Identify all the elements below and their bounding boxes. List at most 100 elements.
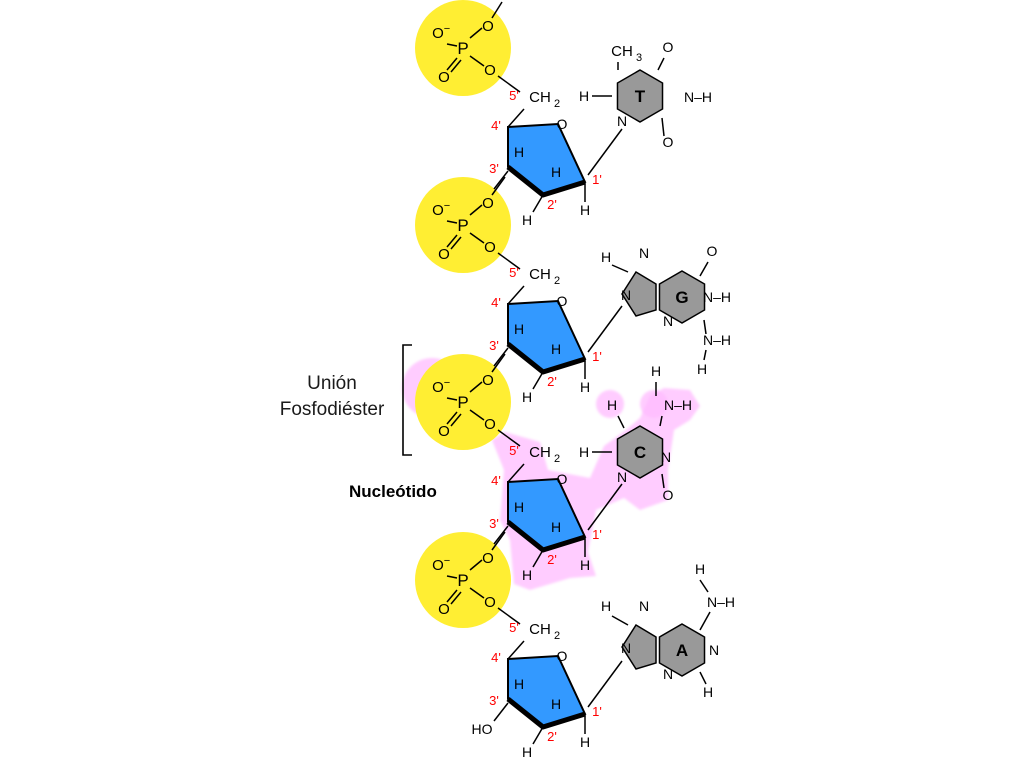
bond — [469, 559, 483, 571]
base-ring — [658, 623, 706, 677]
cytosine-n3: N — [661, 449, 671, 465]
bond — [450, 236, 462, 250]
prime-2: 2' — [547, 374, 557, 389]
phosphate-minus-sign: − — [444, 555, 450, 567]
bond — [703, 349, 707, 361]
sugar-h: H — [514, 321, 524, 337]
phosphate-p: P — [457, 393, 468, 412]
sugar-ring-o: O — [557, 293, 568, 309]
prime-5: 5' — [509, 620, 519, 635]
bond — [611, 264, 629, 273]
bond — [446, 411, 458, 425]
bond — [617, 415, 625, 429]
bond — [699, 671, 707, 685]
sugar-h: H — [551, 696, 561, 712]
base-ring — [658, 270, 706, 324]
phosphate-circle — [415, 532, 511, 628]
sugar-ring-o: O — [557, 471, 568, 487]
bond — [469, 381, 483, 393]
thymine-o-top: O — [663, 39, 674, 55]
cytosine-nh2: N–H — [664, 397, 692, 413]
sugar-h: H — [522, 744, 532, 760]
sugar-ch2: CH — [529, 89, 551, 106]
bond — [446, 589, 458, 603]
bond — [532, 371, 544, 390]
bond — [699, 611, 711, 631]
prime-1: 1' — [592, 349, 602, 364]
adenine-n9: N — [621, 640, 631, 656]
bond — [507, 463, 525, 483]
bond — [493, 347, 509, 367]
base-letter: A — [676, 641, 688, 660]
phosphate-o-right: O — [484, 62, 496, 79]
prime-3: 3' — [489, 516, 499, 531]
phosphate-minus-sign: − — [444, 23, 450, 35]
guanine-n3: N — [663, 313, 673, 329]
prime-1: 1' — [592, 527, 602, 542]
prime-5: 5' — [509, 88, 519, 103]
sugar-h: H — [580, 202, 590, 218]
bond — [446, 220, 458, 224]
phosphate-circle — [415, 177, 511, 273]
phosphate-o-minus: O — [432, 379, 444, 396]
phosphate-o-bottom: O — [438, 601, 450, 618]
phosphate-o-top: O — [482, 195, 494, 212]
phosphate-o-bottom: O — [438, 423, 450, 440]
phosphate-o-minus: O — [432, 25, 444, 42]
bond — [507, 285, 525, 305]
bond — [497, 607, 521, 625]
cytosine-n1: N — [617, 469, 627, 485]
bond — [507, 640, 525, 660]
adenine-amino-h: H — [695, 561, 705, 577]
sugar-h: H — [514, 676, 524, 692]
phosphate-o-minus: O — [432, 202, 444, 219]
thymine-h: H — [579, 88, 589, 104]
thymine-ch3-sub: 3 — [636, 52, 642, 64]
base-ring — [616, 425, 664, 479]
adenine-nh2: N–H — [707, 594, 735, 610]
base-letter: G — [675, 288, 688, 307]
prime-3: 3' — [489, 161, 499, 176]
guanine-nh2-h: H — [697, 361, 707, 377]
sugar-ho: HO — [472, 721, 493, 737]
prime-2: 2' — [547, 552, 557, 567]
bond — [491, 176, 506, 196]
sugar-h: H — [551, 164, 561, 180]
phosphate-o-right: O — [484, 416, 496, 433]
cytosine-h6: H — [579, 444, 589, 460]
bond — [657, 57, 665, 71]
adenine-n7: N — [639, 598, 649, 614]
bond — [450, 591, 462, 605]
thymine-o-bottom: O — [663, 134, 674, 150]
bond — [497, 252, 521, 270]
prime-4: 4' — [491, 473, 501, 488]
bond — [450, 59, 462, 73]
sugar-ch2-subscript: 2 — [554, 98, 560, 110]
phosphate-circle — [415, 0, 511, 96]
sugar-h: H — [522, 389, 532, 405]
bond — [446, 234, 458, 248]
adenine-h2: H — [703, 684, 713, 700]
sugar-ch2-subscript: 2 — [554, 453, 560, 465]
phosphate-minus-sign: − — [444, 200, 450, 212]
phosphate-o-right: O — [484, 594, 496, 611]
phosphodiester-bracket — [402, 344, 412, 456]
bond — [491, 1, 503, 19]
bond — [446, 397, 458, 401]
prime-4: 4' — [491, 295, 501, 310]
bond — [587, 660, 623, 708]
bond — [446, 43, 458, 47]
prime-4: 4' — [491, 118, 501, 133]
adenine-n1: N — [709, 642, 719, 658]
prime-1: 1' — [592, 704, 602, 719]
sugar-ch2-subscript: 2 — [554, 275, 560, 287]
phosphate-o-top: O — [482, 550, 494, 567]
nucleotide-label: Nucleótido — [349, 482, 437, 501]
bond — [532, 549, 544, 568]
phosphate-o-bottom: O — [438, 246, 450, 263]
sugar-ch2: CH — [529, 621, 551, 638]
